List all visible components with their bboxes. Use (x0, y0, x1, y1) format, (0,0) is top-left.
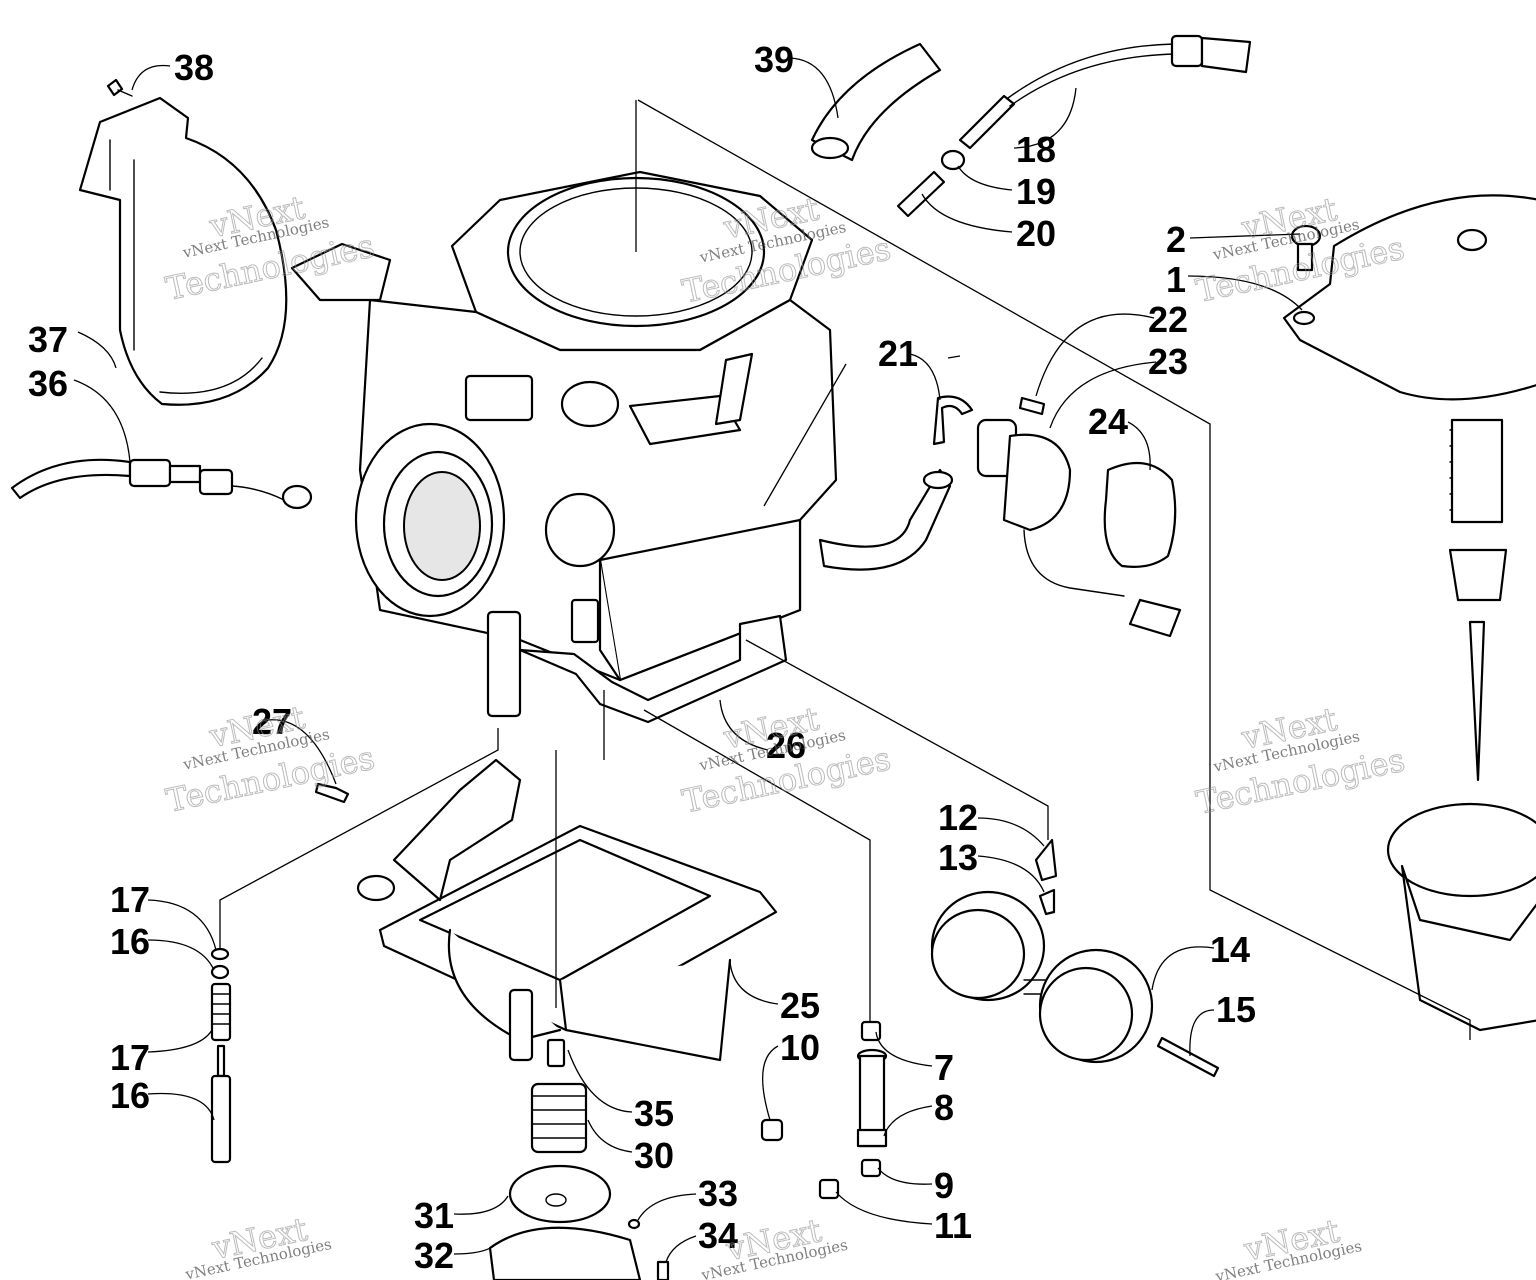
callout-38: 38 (174, 47, 214, 88)
vent-hose-39 (810, 42, 942, 162)
clip-13 (1038, 888, 1056, 916)
callout-32: 32 (414, 1235, 454, 1276)
float-bowl-gasket-28 (518, 614, 788, 724)
callout-13: 13 (938, 837, 978, 878)
needle-valve-12 (1034, 838, 1058, 882)
callout-22: 20 (1016, 213, 1056, 254)
jet-7 (860, 1020, 882, 1042)
callout-14: 14 (1210, 929, 1250, 970)
jet-9 (860, 1158, 882, 1178)
screw-38 (106, 78, 133, 97)
float-14 (930, 890, 1154, 1064)
callout-35: 35 (634, 1093, 674, 1134)
callout-29: 27 (252, 701, 292, 742)
o-ring-19 (210, 947, 230, 961)
jet-needle (1468, 620, 1486, 782)
plug-10 (760, 1118, 784, 1142)
callout-20: 18 (1016, 129, 1056, 170)
watermark-5: vNext Technologies vNext Technologies (678, 699, 894, 821)
callout-2: 2 (1166, 219, 1186, 260)
callout-23: 21 (878, 333, 918, 374)
starter-plunger-25 (976, 418, 1182, 638)
clip-23 (932, 395, 974, 446)
callout-31: 31 (414, 1195, 454, 1236)
screw-35 (546, 1038, 566, 1068)
callout-10: 10 (780, 1027, 820, 1068)
callout-18: 16 (110, 921, 150, 962)
callout-24: 22 (1148, 299, 1188, 340)
pilot-screw-16 (210, 1044, 232, 1164)
screw-34 (656, 1260, 670, 1280)
callout-11: 11 (934, 1205, 972, 1246)
jet-11 (818, 1178, 840, 1200)
spring-22 (896, 170, 946, 218)
float-pin-15 (1156, 1036, 1220, 1078)
o-ring-33 (627, 1218, 641, 1230)
callout-labels: 38 39 18 19 20 2 1 22 23 21 24 37 36 27 … (28, 39, 1256, 1276)
screw-2 (1290, 224, 1322, 272)
float-bowl-27 (356, 824, 778, 1062)
washer-21 (940, 149, 966, 171)
callout-28: 26 (766, 725, 806, 766)
assembly-lines (219, 99, 1471, 1040)
callout-33: 33 (698, 1173, 738, 1214)
top-cap-1 (1282, 194, 1536, 401)
spring-right (1449, 418, 1504, 524)
callout-30: 30 (634, 1135, 674, 1176)
carburetor-body (290, 170, 954, 718)
throttle-cover-37 (78, 96, 288, 406)
callout-19: 17 (110, 879, 150, 920)
idle-cable-20 (958, 34, 1252, 150)
callout-15: 15 (1216, 989, 1256, 1030)
watermark-6: vNext Technologies vNext Technologies (1193, 699, 1409, 822)
callout-39: 39 (754, 39, 794, 80)
needle-holder (1448, 548, 1508, 602)
washer-18 (210, 964, 230, 980)
callout-16-text: 16 (110, 1075, 150, 1116)
callout-17-text: 17 (110, 1037, 150, 1078)
watermark-9: vNext Technologies vNext (1213, 1211, 1363, 1280)
callout-27: 25 (780, 985, 820, 1026)
float-bracket (392, 758, 522, 902)
screw-24 (1018, 396, 1046, 416)
callout-34: 34 (698, 1215, 738, 1256)
spring-30 (530, 1082, 588, 1154)
callout-25: 23 (1148, 341, 1188, 382)
watermark-7: vNext Technologies vNext (183, 1209, 333, 1280)
callout-12: 12 (938, 797, 978, 838)
cover-32 (488, 1226, 642, 1280)
callout-37: 37 (28, 319, 68, 360)
callout-1: 1 (1166, 259, 1186, 300)
callout-9: 9 (934, 1165, 954, 1206)
screw-29 (314, 782, 350, 804)
callout-21: 19 (1016, 171, 1056, 212)
callout-26: 24 (1088, 401, 1128, 442)
callout-7: 7 (934, 1047, 954, 1088)
vacuum-piston (1386, 802, 1536, 1032)
throttle-cable-36 (10, 458, 313, 510)
callout-labels-pilot: 17 16 (110, 1037, 150, 1116)
callout-36: 36 (28, 363, 68, 404)
needle-jet-8 (856, 1048, 888, 1148)
callout-leaders (73, 57, 1303, 1263)
boot-26 (1103, 461, 1177, 568)
spring-17 (210, 982, 232, 1042)
callout-8: 8 (934, 1087, 954, 1128)
